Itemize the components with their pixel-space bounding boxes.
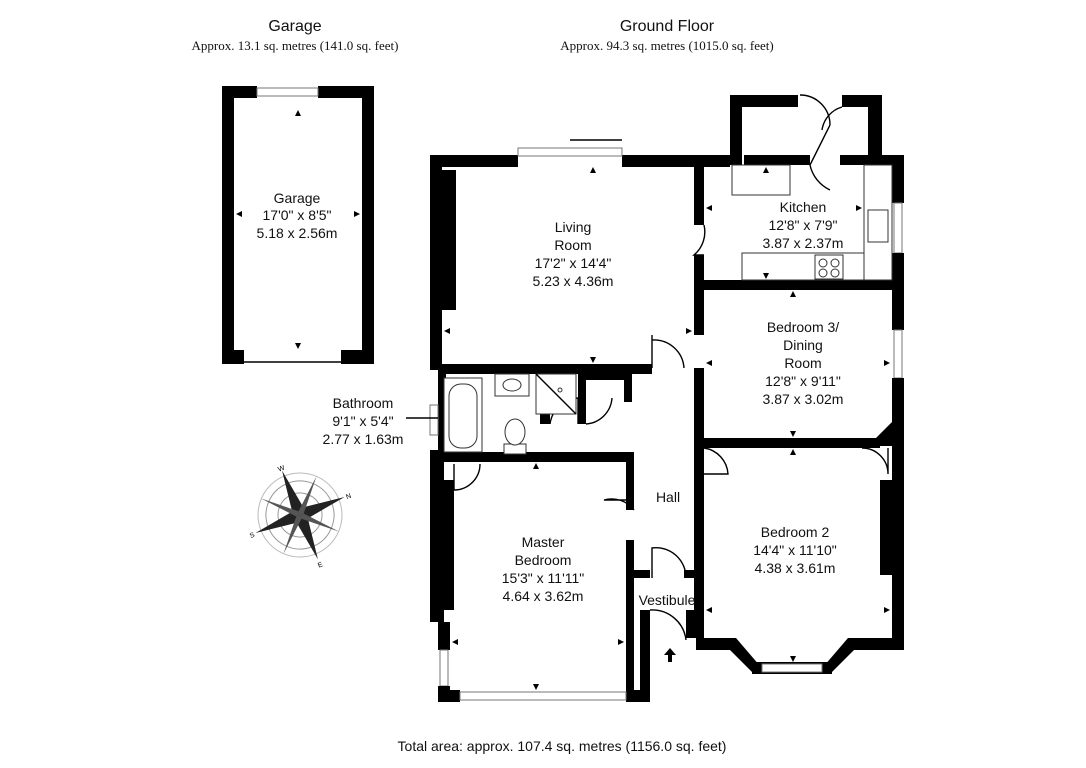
garage-header-title: Garage: [268, 18, 321, 35]
fixtures: [443, 164, 893, 455]
dimension-arrows: [444, 167, 890, 690]
kitchen-metric: 3.87 x 2.37m: [763, 235, 844, 251]
ground-floor-header-title: Ground Floor: [620, 18, 715, 35]
living-room-name-line1: Living: [555, 219, 592, 235]
master-bedroom-metric: 4.64 x 3.62m: [503, 588, 584, 604]
total-area-footer: Total area: approx. 107.4 sq. metres (11…: [398, 738, 727, 754]
compass-east-label: E: [317, 561, 324, 569]
bathroom-imperial: 9'1" x 5'4": [332, 413, 393, 429]
bedroom3-name-line1: Bedroom 3/: [767, 319, 839, 335]
master-bedroom-imperial: 15'3" x 11'11": [502, 570, 585, 586]
master-bedroom-name-line2: Bedroom: [515, 552, 572, 568]
compass-north-label: N: [345, 493, 352, 501]
room-labels: Living Room 17'2" x 14'4" 5.23 x 4.36m K…: [323, 199, 844, 608]
bedroom3-imperial: 12'8" x 9'11": [765, 373, 841, 389]
compass-west-label: W: [277, 464, 286, 473]
garage-header-area: Approx. 13.1 sq. metres (141.0 sq. feet): [192, 38, 399, 53]
bedroom3-name-line3: Room: [784, 355, 821, 371]
kitchen-name: Kitchen: [780, 199, 827, 215]
living-room-imperial: 17'2" x 14'4": [535, 255, 612, 271]
vestibule-name: Vestibule: [639, 592, 696, 608]
doors: [453, 94, 889, 641]
ground-floor-header-area: Approx. 94.3 sq. metres (1015.0 sq. feet…: [560, 38, 773, 53]
compass-rose-icon: W N E S: [249, 464, 353, 569]
bathroom-metric: 2.77 x 1.63m: [323, 431, 404, 447]
bathroom-name: Bathroom: [333, 395, 394, 411]
bedroom3-metric: 3.87 x 3.02m: [763, 391, 844, 407]
ground-floor-walls: [429, 95, 904, 702]
garage-metric: 5.18 x 2.56m: [257, 225, 338, 241]
garage-name: Garage: [274, 190, 321, 206]
compass-south-label: S: [249, 532, 256, 540]
garage-imperial: 17'0" x 8'5": [263, 207, 332, 223]
kitchen-imperial: 12'8" x 7'9": [769, 217, 838, 233]
bedroom2-metric: 4.38 x 3.61m: [755, 560, 836, 576]
bedroom2-name: Bedroom 2: [761, 524, 830, 540]
master-bedroom-name-line1: Master: [522, 534, 565, 550]
living-room-metric: 5.23 x 4.36m: [533, 273, 614, 289]
hall-name: Hall: [656, 489, 680, 505]
bedroom3-name-line2: Dining: [783, 337, 823, 353]
garage-structure: [222, 86, 374, 364]
living-room-name-line2: Room: [554, 237, 591, 253]
bedroom2-imperial: 14'4" x 11'10": [753, 542, 837, 558]
